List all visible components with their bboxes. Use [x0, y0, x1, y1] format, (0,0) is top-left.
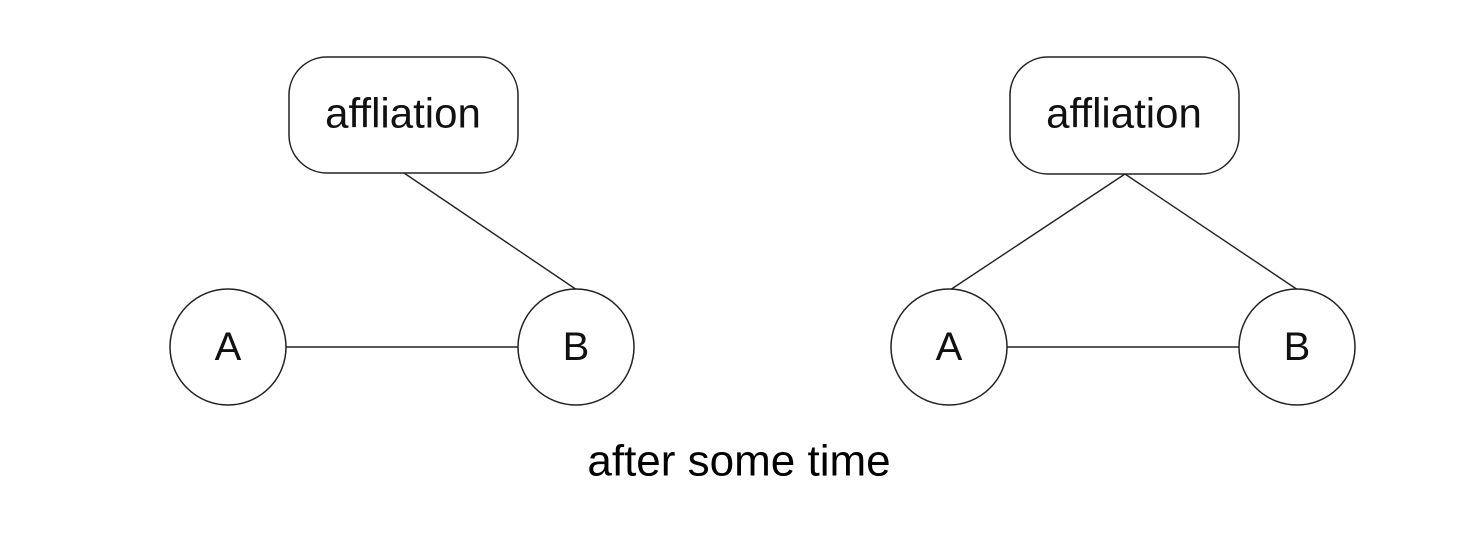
right-node-b-label: B [1284, 325, 1311, 369]
right-edge-affiliation-b [1124, 173, 1299, 291]
left-edge-affiliation-b [403, 172, 578, 291]
right-node-b: B [1238, 288, 1356, 406]
right-node-b-circle [1238, 288, 1356, 406]
right-node-a: A [890, 288, 1008, 406]
right-node-a-label: A [936, 325, 963, 369]
left-node-a-circle [169, 288, 287, 406]
right-affiliation-box [1009, 56, 1240, 175]
caption: after some time [587, 437, 890, 486]
left-affiliation-label: affliation [325, 90, 481, 137]
left-affiliation-node: affliation [288, 56, 519, 174]
left-node-b: B [517, 288, 635, 406]
left-node-b-label: B [563, 325, 590, 369]
left-node-b-circle [517, 288, 635, 406]
left-node-a-label: A [215, 325, 242, 369]
left-node-a: A [169, 288, 287, 406]
left-panel: affliation A B [169, 56, 635, 406]
right-affiliation-node: affliation [1009, 56, 1240, 175]
right-panel: affliation A B [890, 56, 1356, 406]
left-affiliation-box [288, 56, 519, 174]
right-affiliation-label: affliation [1046, 90, 1202, 137]
right-node-a-circle [890, 288, 1008, 406]
right-edge-affiliation-a [949, 173, 1126, 291]
